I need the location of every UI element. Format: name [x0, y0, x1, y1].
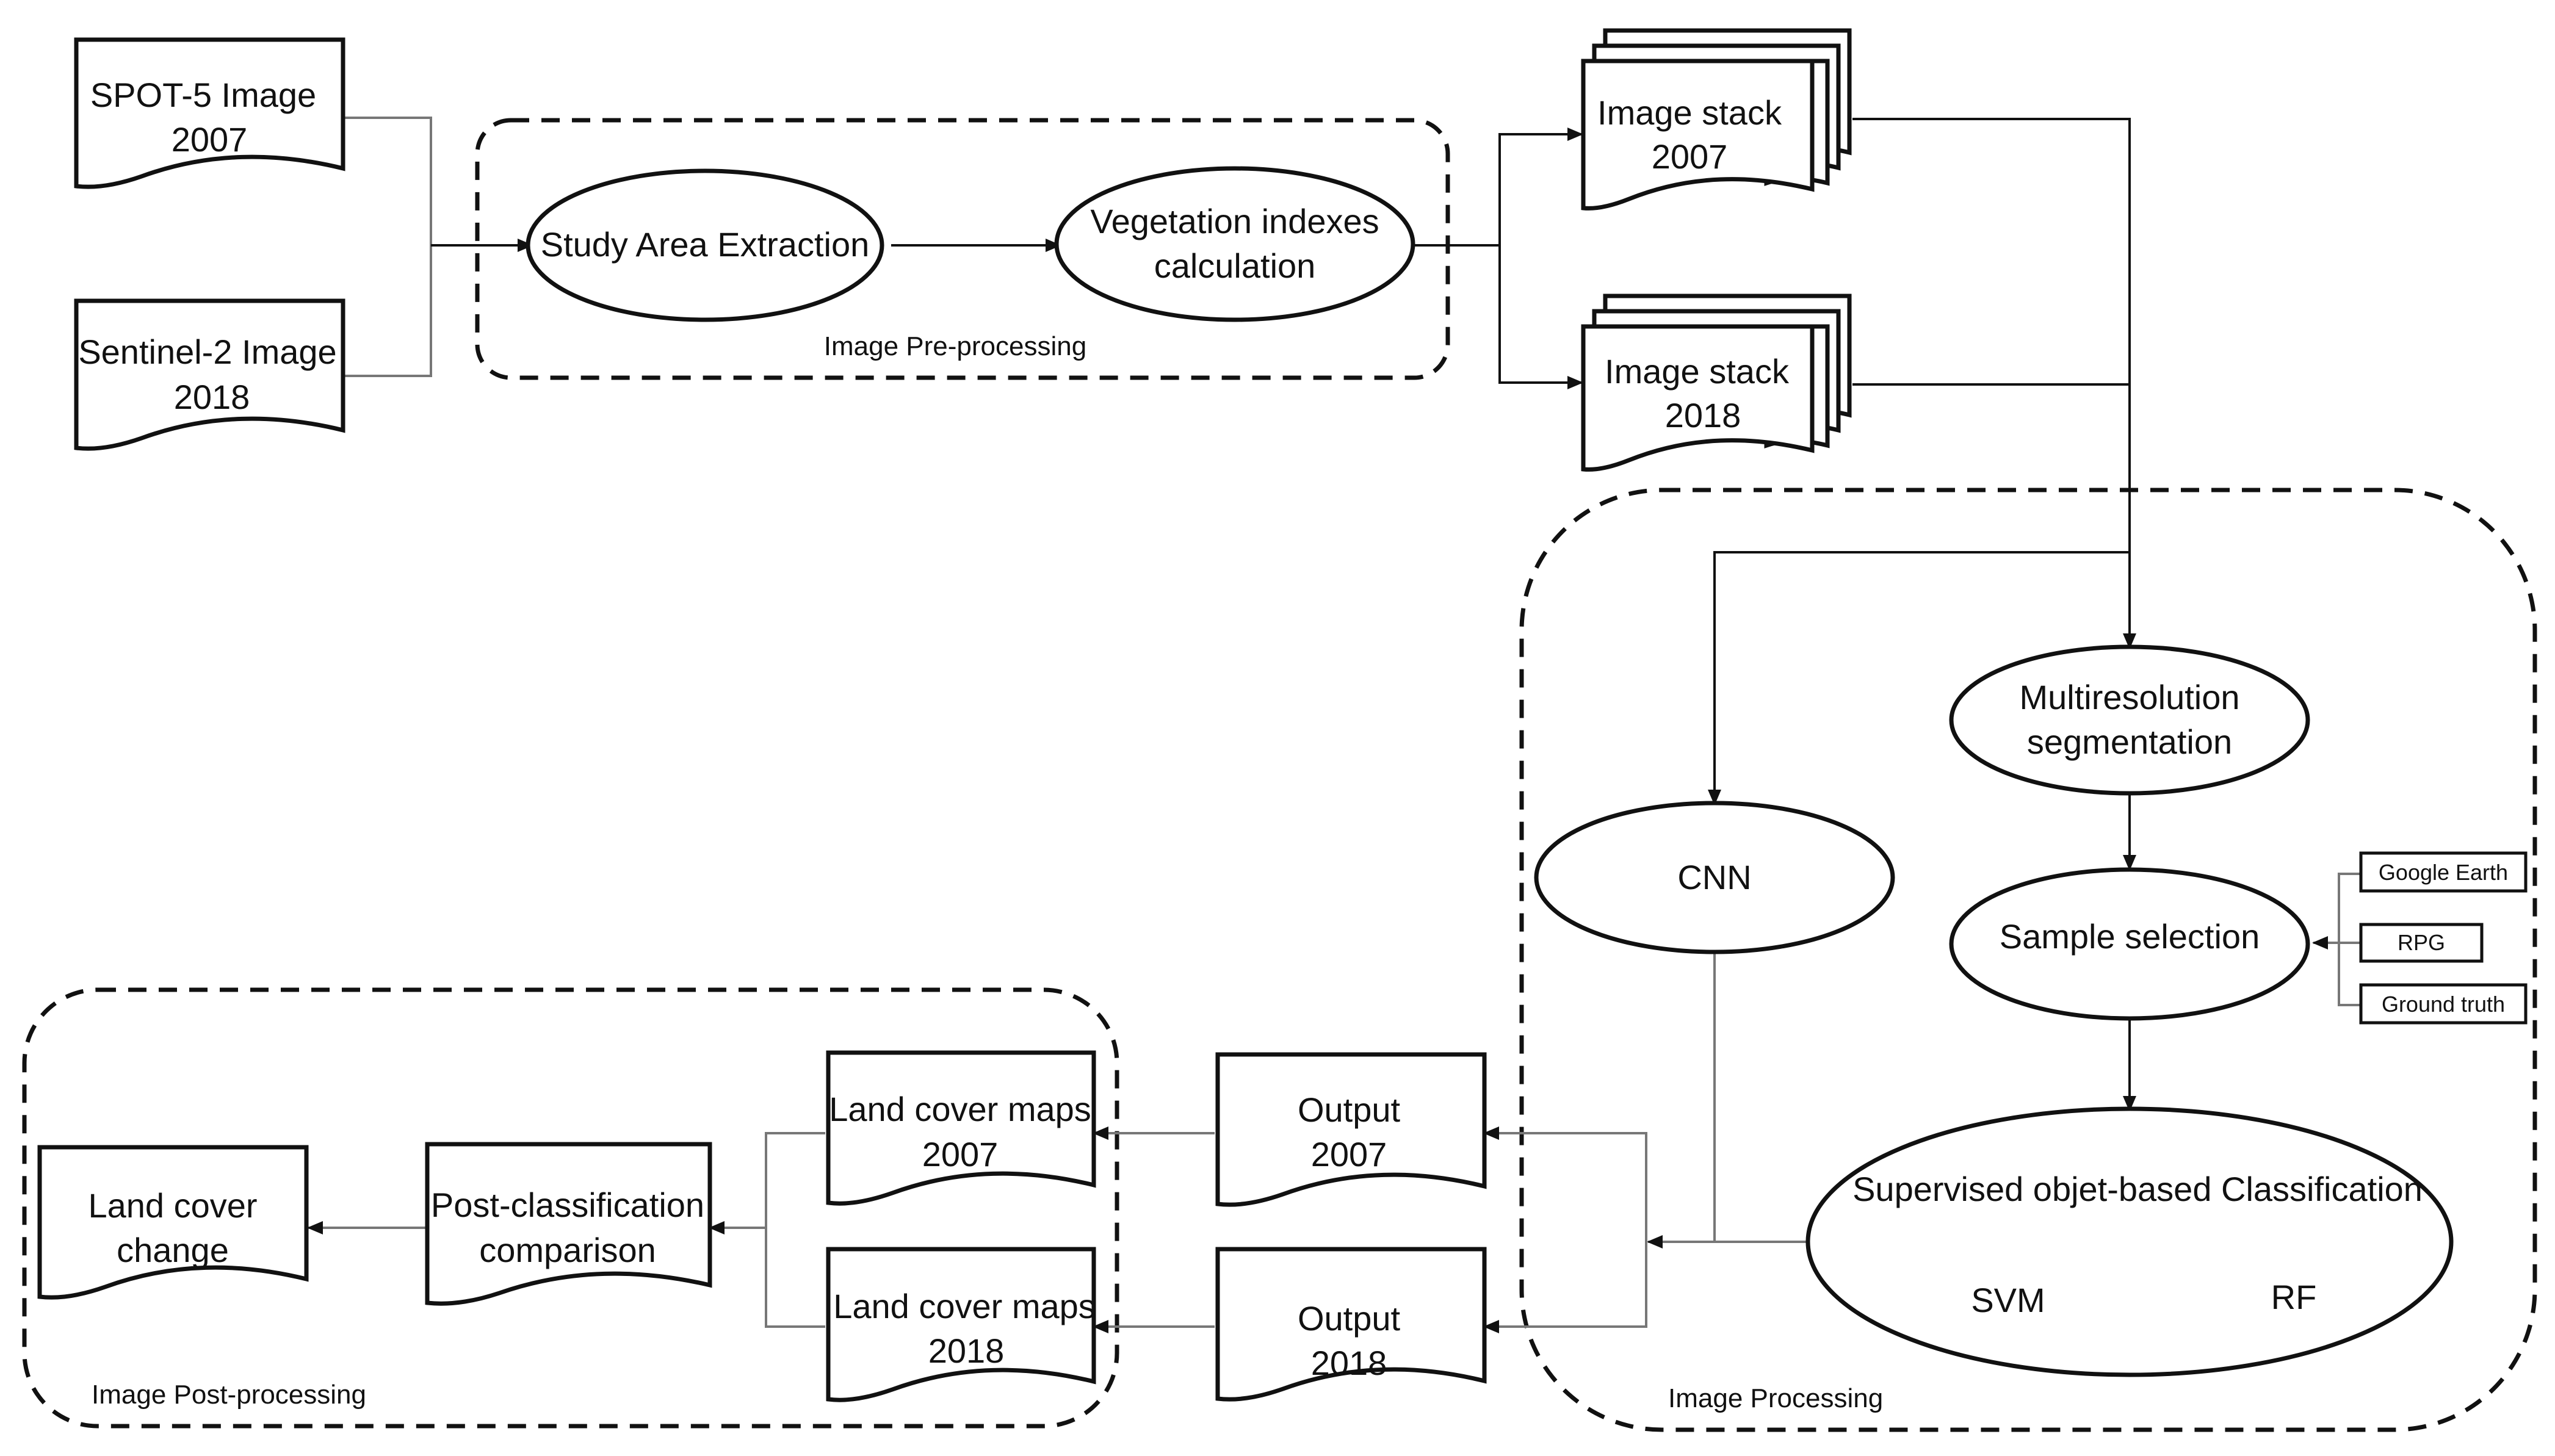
sample-selection-node: Sample selection	[1949, 867, 2310, 1021]
image-stack-2018-node: Image stack 2018	[1581, 294, 1852, 472]
edge-trunk-to-cnn	[1708, 551, 2130, 805]
svm-label: SVM	[1971, 1281, 2045, 1319]
svg-text:Land cover maps: Land cover maps	[829, 1090, 1091, 1128]
svg-text:Multiresolution: Multiresolution	[2019, 678, 2239, 716]
edge-merge-to-output-2018	[1483, 1242, 1647, 1333]
edge-split-to-stack-2007	[1498, 128, 1583, 245]
svg-text:Ground truth: Ground truth	[2382, 992, 2505, 1017]
pre-processing-group	[475, 118, 1450, 380]
land-cover-maps-2018-node: Land cover maps 2018	[826, 1247, 1096, 1402]
processing-label: Image Processing	[1668, 1383, 1883, 1413]
svg-text:2018: 2018	[928, 1332, 1005, 1370]
svg-text:2018: 2018	[1665, 396, 1741, 434]
vegetation-indexes-node: Vegetation indexes calculation	[1054, 166, 1415, 322]
sample-source-rpg: RPG	[2359, 923, 2484, 963]
edge-maps-to-comparison	[765, 1132, 825, 1328]
svg-text:2007: 2007	[922, 1135, 999, 1173]
multiresolution-segmentation-node: Multiresolution segmentation	[1949, 644, 2310, 796]
land-cover-maps-2007-node: Land cover maps 2007	[826, 1050, 1096, 1206]
post-processing-label: Image Post-processing	[92, 1380, 366, 1410]
edge-split-to-stack-2018	[1498, 245, 1583, 389]
edge-spot5-to-junction	[336, 117, 432, 245]
edge-sources-to-sample	[2338, 873, 2361, 1006]
sample-source-google-earth: Google Earth	[2359, 851, 2528, 893]
svg-text:RPG: RPG	[2398, 930, 2445, 955]
sample-source-ground-truth: Ground truth	[2359, 983, 2528, 1025]
land-cover-change-node: Land cover change	[37, 1145, 309, 1300]
svg-text:SPOT-5 Image: SPOT-5 Image	[90, 76, 316, 114]
supervised-classification-node: Supervised objet-based Classification SV…	[1805, 1106, 2454, 1377]
edge-stack-2007-to-trunk	[1852, 118, 2131, 384]
svg-text:Google Earth: Google Earth	[2379, 860, 2508, 885]
processing-group	[1519, 488, 2537, 1432]
spot5-image-node: SPOT-5 Image 2007	[74, 37, 345, 189]
sentinel2-image-node: Sentinel-2 Image 2018	[74, 298, 345, 451]
svg-text:Vegetation indexes: Vegetation indexes	[1090, 202, 1379, 240]
post-classification-comparison-node: Post-classification comparison	[425, 1142, 712, 1306]
svg-text:Image stack: Image stack	[1597, 93, 1782, 132]
output-2007-node: Output 2007	[1215, 1052, 1487, 1207]
post-processing-group	[22, 987, 1119, 1429]
svg-text:2007: 2007	[1652, 137, 1728, 176]
svg-text:Image stack: Image stack	[1605, 352, 1790, 391]
svg-text:2018: 2018	[174, 378, 250, 416]
svg-text:comparison: comparison	[479, 1231, 656, 1269]
svg-text:2007: 2007	[172, 120, 248, 159]
svg-text:calculation: calculation	[1154, 247, 1316, 285]
output-2018-node: Output 2018	[1215, 1247, 1487, 1402]
svg-text:change: change	[117, 1231, 229, 1269]
edge-sentinel2-to-junction	[336, 245, 432, 377]
svg-text:2018: 2018	[1311, 1344, 1387, 1382]
edge-merge-to-output-2007	[1483, 1126, 1647, 1242]
pre-processing-label: Image Pre-processing	[824, 331, 1086, 361]
study-area-extraction-node: Study Area Extraction	[526, 168, 884, 322]
svg-text:Output: Output	[1298, 1299, 1401, 1338]
svg-text:Supervised objet-based Classif: Supervised objet-based Classification	[1852, 1170, 2423, 1208]
svg-text:Land cover: Land cover	[88, 1186, 257, 1225]
svg-text:CNN: CNN	[1677, 858, 1751, 896]
svg-text:Post-classification: Post-classification	[431, 1186, 704, 1224]
svg-text:2007: 2007	[1311, 1135, 1387, 1173]
svg-text:Study Area Extraction: Study Area Extraction	[541, 225, 870, 264]
svg-text:Output: Output	[1298, 1090, 1401, 1129]
svg-text:Sample selection: Sample selection	[2000, 917, 2260, 956]
svg-text:Sentinel-2 Image: Sentinel-2 Image	[78, 333, 336, 371]
svg-text:segmentation: segmentation	[2027, 723, 2232, 761]
image-stack-2007-node: Image stack 2007	[1581, 28, 1852, 211]
rf-label: RF	[2271, 1278, 2317, 1316]
cnn-node: CNN	[1534, 801, 1895, 954]
svg-text:Land cover maps: Land cover maps	[833, 1287, 1096, 1325]
